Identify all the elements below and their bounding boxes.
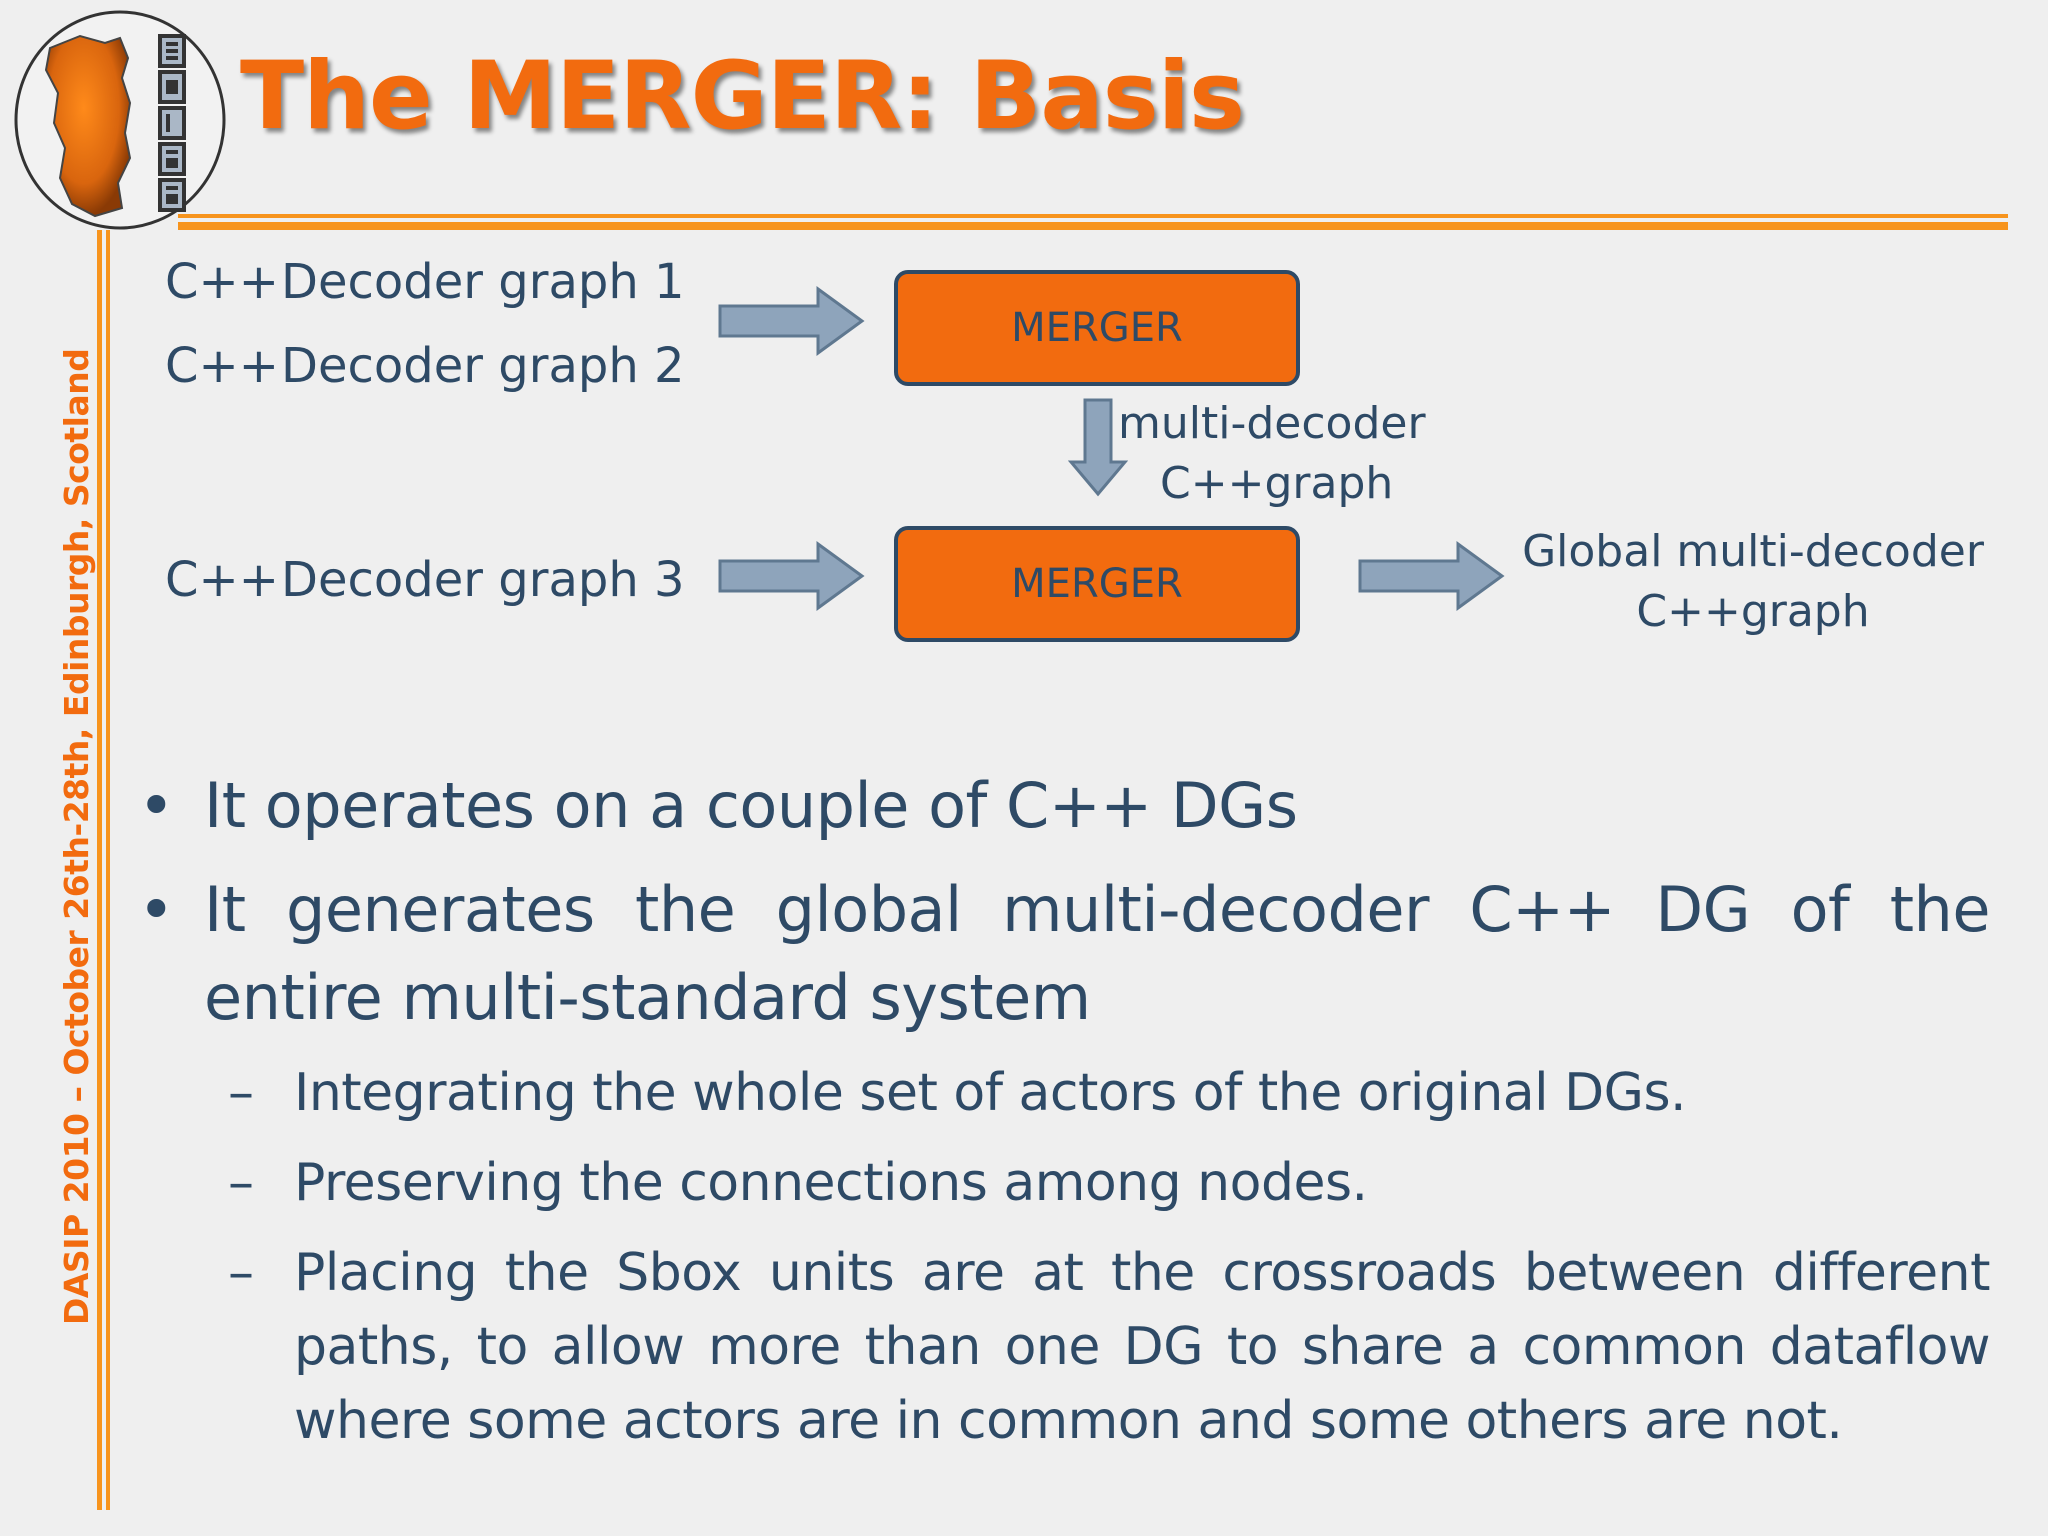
sub-bullet-text: Preserving the connections among nodes.	[294, 1153, 1368, 1213]
slide-title: The MERGER: Basis	[240, 42, 1245, 151]
eolab-logo	[14, 10, 226, 230]
sub-bullet-text: Placing the Sbox units are at the crossr…	[294, 1243, 1991, 1451]
source-prefix: C++	[165, 552, 279, 608]
source-prefix: C++	[165, 338, 279, 394]
side-rule-2	[106, 230, 110, 1510]
down-arrow-icon	[1068, 398, 1128, 497]
dash-marker: –	[228, 1063, 254, 1123]
conference-side-text: DASIP 2010 – October 26th-28th, Edinburg…	[57, 348, 96, 1325]
source-decoder-graph-3: C++Decoder graph 3	[165, 552, 685, 608]
right-arrow-icon	[718, 541, 865, 611]
bullet-list: It operates on a couple of C++ DGs It ge…	[138, 762, 1991, 1458]
output-graph-label-line1: Global multi-decoder	[1522, 526, 1984, 577]
merger-box-bottom: MERGER	[894, 526, 1300, 642]
side-rule-1	[97, 230, 102, 1510]
output-graph-label-line2: C++graph	[1636, 586, 1870, 637]
source-name: Decoder graph 2	[281, 338, 685, 394]
dash-marker: –	[228, 1243, 254, 1303]
bullet-item: It operates on a couple of C++ DGs	[138, 762, 1990, 850]
merger-box-top: MERGER	[894, 270, 1300, 386]
bullet-item: It generates the global multi-decoder C+…	[138, 866, 1991, 1042]
sub-bullet-item: – Preserving the connections among nodes…	[228, 1146, 1990, 1220]
sub-bullet-list: – Integrating the whole set of actors of…	[138, 1056, 1991, 1458]
dash-marker: –	[228, 1153, 254, 1213]
source-prefix: C++	[165, 254, 279, 310]
intermediate-graph-label-line2: C++graph	[1160, 458, 1394, 509]
title-rule-thick	[178, 222, 2008, 230]
title-rule-thin	[178, 214, 2008, 218]
sub-bullet-text: Integrating the whole set of actors of t…	[294, 1063, 1687, 1123]
sub-bullet-item: – Placing the Sbox units are at the cros…	[228, 1236, 1991, 1458]
source-decoder-graph-2: C++Decoder graph 2	[165, 338, 685, 394]
source-name: Decoder graph 3	[281, 552, 685, 608]
source-name: Decoder graph 1	[281, 254, 685, 310]
sub-bullet-item: – Integrating the whole set of actors of…	[228, 1056, 1990, 1130]
source-decoder-graph-1: C++Decoder graph 1	[165, 254, 685, 310]
intermediate-graph-label-line1: multi-decoder	[1118, 398, 1426, 449]
right-arrow-icon	[1358, 541, 1505, 611]
right-arrow-icon	[718, 286, 865, 356]
